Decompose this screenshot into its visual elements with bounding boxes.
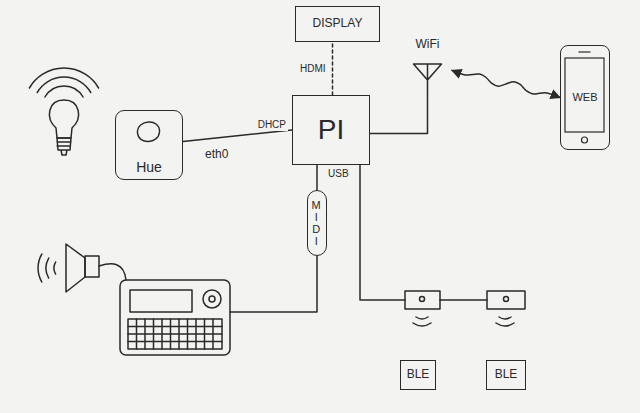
antenna-symbol — [405, 58, 450, 92]
speaker-magnet — [85, 256, 99, 277]
sound-waves — [38, 254, 56, 282]
radio-waves — [413, 317, 514, 326]
ble-box-text: BLE — [495, 368, 518, 382]
illustration-group — [29, 68, 525, 355]
speaker-cone — [66, 244, 85, 292]
interface-label: eth0 — [203, 148, 230, 162]
speaker-wire — [99, 264, 126, 280]
ble-dongle — [405, 291, 440, 309]
wireless-link — [452, 70, 560, 97]
dongle-led — [504, 297, 509, 302]
usb-cable — [440, 299, 487, 301]
hue-bridge-text: Hue — [136, 159, 162, 175]
phone-speaker — [579, 51, 591, 52]
wifi-antenna: WiFi — [405, 38, 450, 92]
ble-box-text: BLE — [407, 368, 430, 382]
midi-adapter: MIDI — [307, 190, 327, 256]
dongle-led — [420, 297, 425, 302]
ble-dongle — [487, 291, 525, 309]
connector-label: HDMI — [298, 63, 328, 75]
phone-device: WEB — [560, 45, 610, 150]
ethernet-link — [183, 130, 292, 142]
display-box: DISPLAY — [295, 6, 380, 42]
hue-bridge: Hue — [115, 110, 183, 180]
hue-circle — [137, 122, 159, 142]
light-bulb — [49, 100, 78, 138]
synth-body — [120, 280, 230, 355]
antenna-triangle — [414, 64, 442, 92]
ble-box: BLE — [486, 360, 526, 390]
pi-board-text: PI — [318, 114, 344, 146]
midi-cable — [230, 256, 317, 312]
synth-knob-center — [209, 296, 215, 302]
bulb-base — [57, 138, 71, 155]
synth-knob — [203, 290, 221, 308]
usb-link — [316, 165, 318, 190]
synth-screen — [130, 290, 192, 312]
ble-box: BLE — [400, 360, 436, 390]
port-label: USB — [326, 168, 351, 180]
pi-board: PI — [292, 95, 370, 165]
home-button — [582, 137, 588, 143]
connector-label: DHCP — [256, 119, 288, 131]
hdmi-link — [332, 42, 334, 95]
wifi-antenna-text: WiFi — [416, 38, 440, 52]
screen-frame — [565, 58, 604, 132]
midi-adapter-text: MIDI — [312, 199, 323, 247]
usb-cable — [360, 165, 405, 300]
display-box-text: DISPLAY — [313, 17, 363, 31]
light-waves — [29, 68, 98, 97]
phone-device-text: WEB — [572, 91, 597, 104]
synth-keypad — [128, 319, 222, 349]
synth-keys — [128, 319, 222, 349]
wifi-link — [370, 92, 428, 134]
hue-logo — [116, 111, 181, 151]
